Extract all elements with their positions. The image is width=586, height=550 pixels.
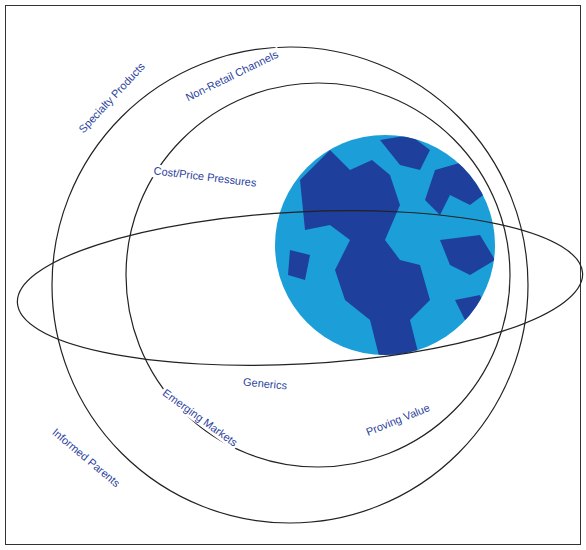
globe	[275, 135, 495, 360]
outer-ring	[52, 47, 528, 523]
ring-label: Generics	[241, 375, 290, 392]
ring-label: Cost/Price Pressures	[151, 164, 259, 190]
inner-ring	[126, 83, 510, 467]
ring-label: Informed Parents	[48, 425, 124, 492]
frame-border	[6, 6, 581, 545]
ring-label: Emerging Markets	[158, 385, 241, 450]
orbit-ellipse	[13, 197, 586, 378]
ring-label: Non-Retail Channels	[182, 47, 283, 105]
ring-label: Specialty Products	[75, 59, 149, 137]
ring-label: Proving Value	[362, 401, 433, 440]
